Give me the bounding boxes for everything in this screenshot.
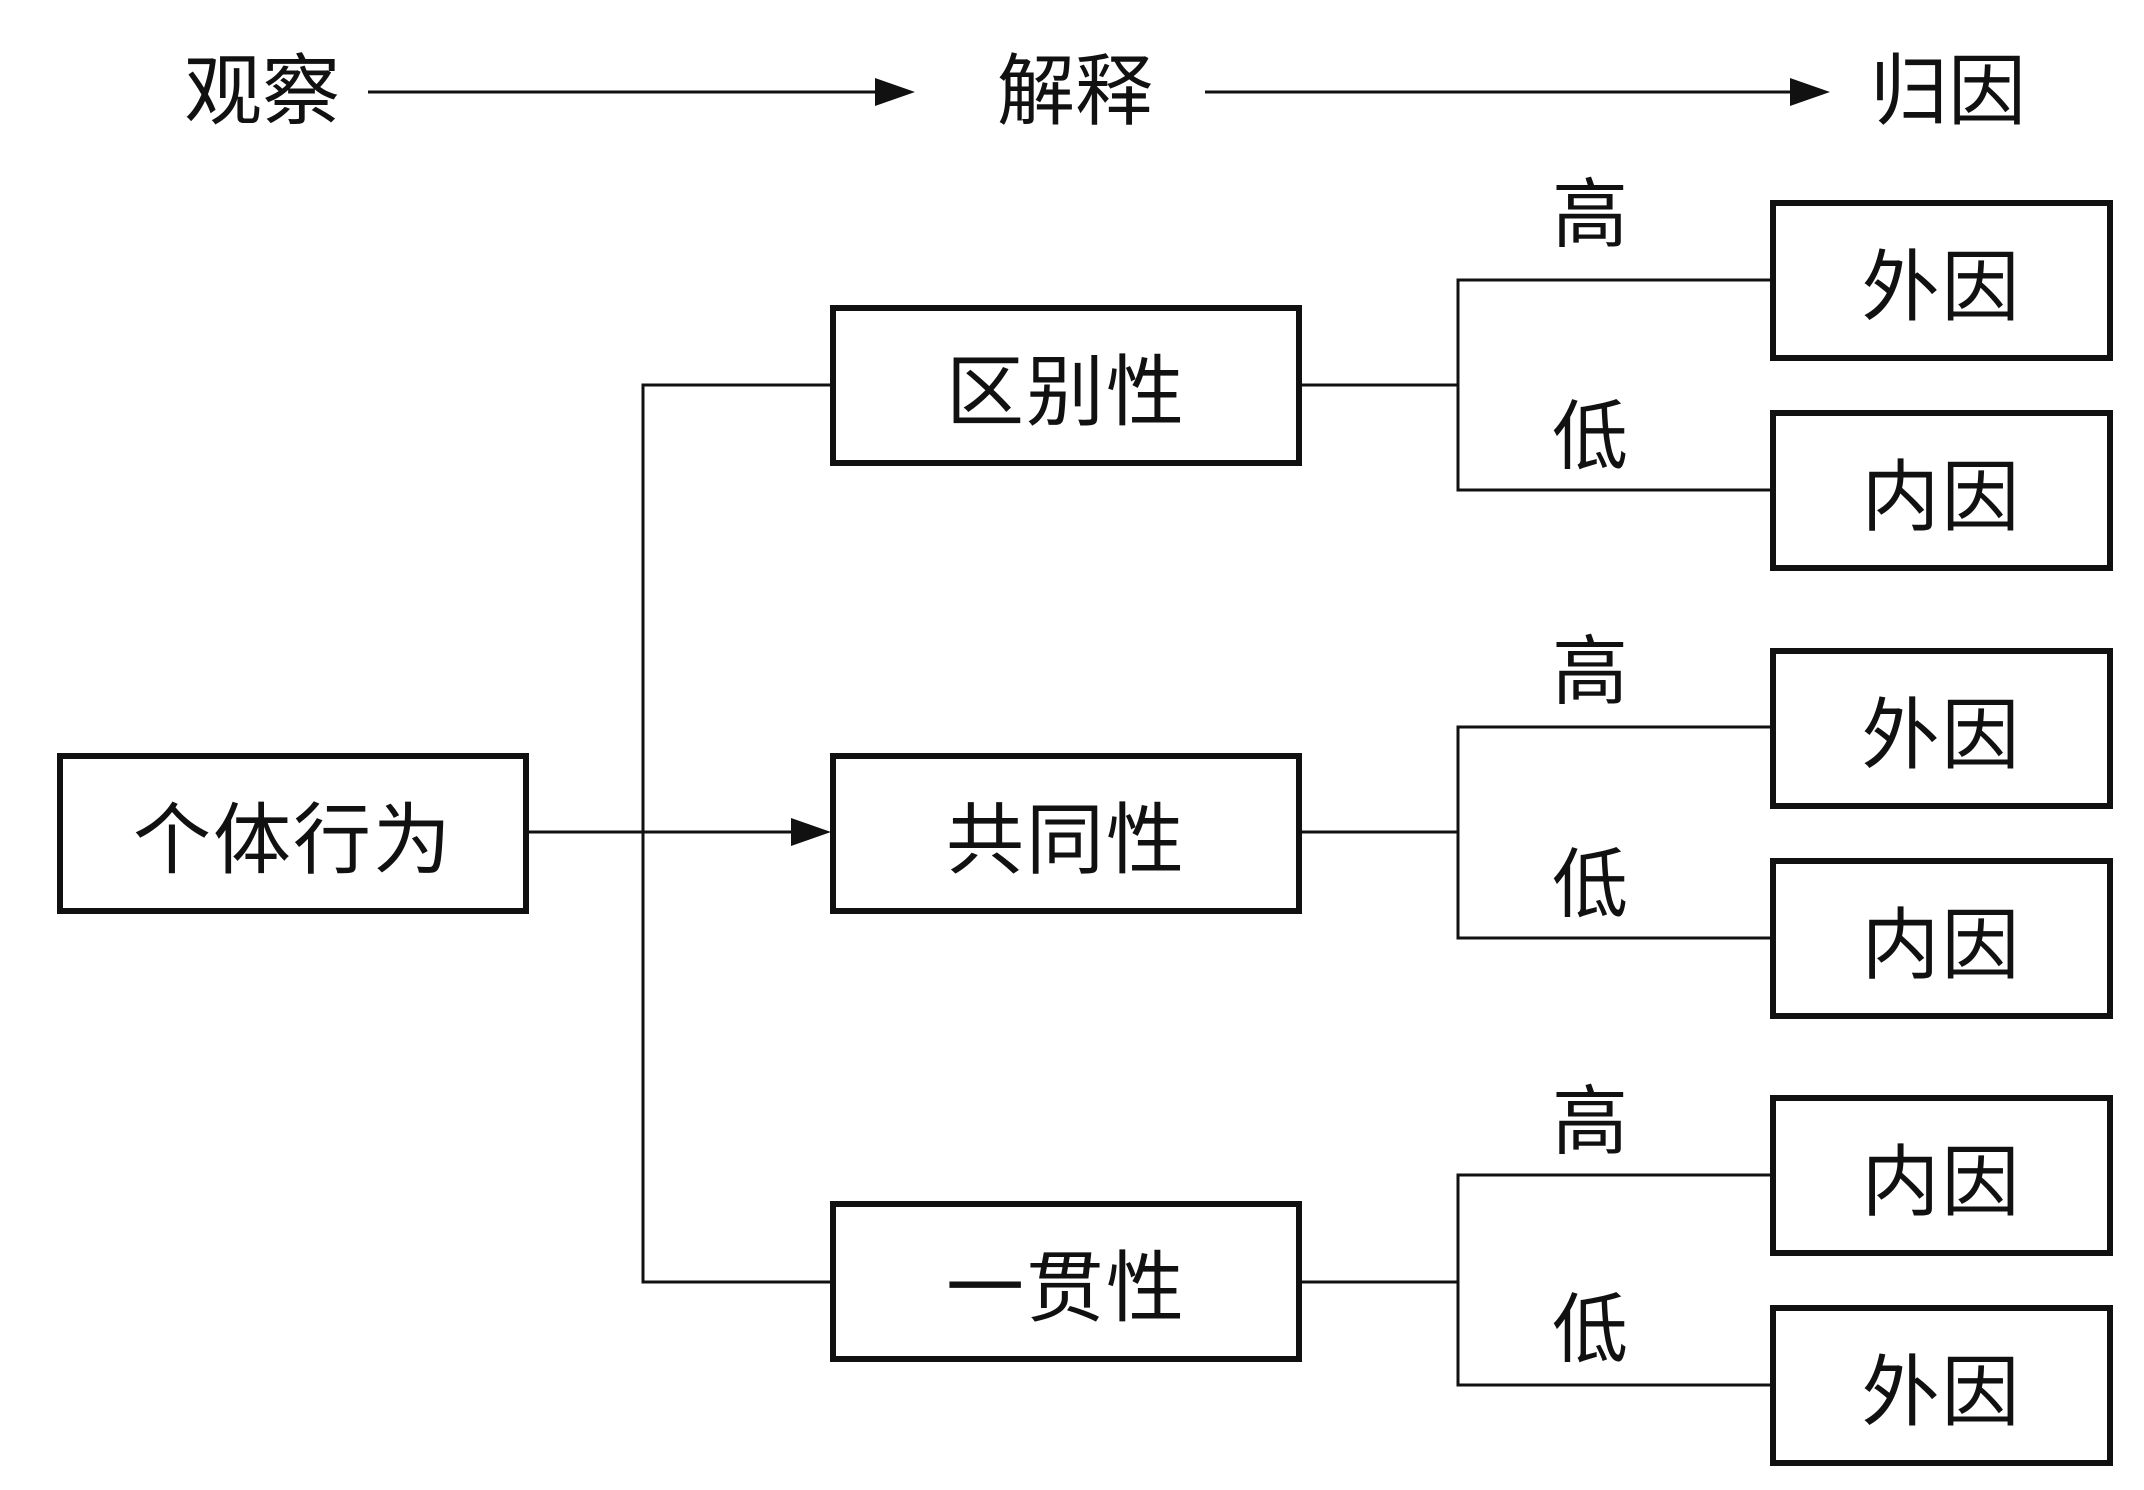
header-step-attribute: 归因 bbox=[1869, 47, 2027, 137]
criterion-1-high-label: 高 bbox=[1552, 170, 1628, 259]
criterion-2-low-label: 低 bbox=[1552, 840, 1628, 929]
criterion-1-low-label: 低 bbox=[1552, 392, 1628, 481]
header-step-observe: 观察 bbox=[183, 47, 341, 137]
criterion-1-high-result-box: 外因 bbox=[1770, 200, 2113, 361]
criterion-3-high-result-box: 内因 bbox=[1770, 1095, 2113, 1256]
criterion-3-low-label: 低 bbox=[1552, 1285, 1628, 1374]
header-step-explain: 解释 bbox=[996, 47, 1154, 137]
criterion-box-consensus: 共同性 bbox=[830, 753, 1302, 914]
criteria-bracket bbox=[641, 383, 830, 1284]
header-arrow-2-head bbox=[1790, 78, 1830, 106]
criterion-2-high-label: 高 bbox=[1552, 627, 1628, 716]
criterion-1-low-result-box: 内因 bbox=[1770, 410, 2113, 571]
criterion-box-distinctiveness: 区别性 bbox=[830, 305, 1302, 466]
criterion-1-fork bbox=[1456, 278, 1770, 492]
criterion-box-consistency: 一贯性 bbox=[830, 1201, 1302, 1362]
criterion-3-high-label: 高 bbox=[1552, 1077, 1628, 1166]
root-arrow-head bbox=[791, 818, 831, 846]
criterion-2-low-result-box: 内因 bbox=[1770, 858, 2113, 1019]
criterion-3-fork bbox=[1456, 1173, 1770, 1387]
criterion-2-fork bbox=[1456, 725, 1770, 940]
criterion-2-high-result-box: 外因 bbox=[1770, 648, 2113, 809]
header-arrow-1-head bbox=[875, 78, 915, 106]
criterion-3-low-result-box: 外因 bbox=[1770, 1305, 2113, 1466]
root-box-individual-behavior: 个体行为 bbox=[57, 753, 529, 914]
